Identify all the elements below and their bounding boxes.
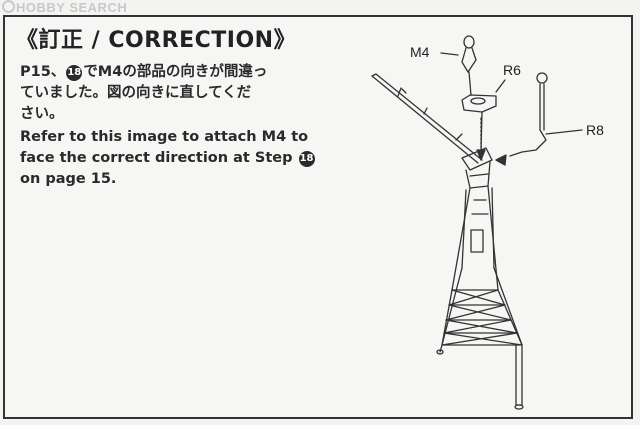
watermark: HOBBY SEARCH	[2, 0, 127, 15]
en-line-1: Refer to this image to attach M4 to	[20, 129, 309, 145]
jp-line-3: さい。	[20, 106, 64, 122]
arrow-icon	[476, 149, 486, 161]
part-m4	[440, 35, 477, 96]
step-badge: 18	[66, 65, 83, 81]
part-r6	[461, 79, 506, 153]
logo-icon	[2, 0, 15, 13]
correction-panel	[3, 15, 633, 419]
jp-line-2: ていました。図の向きに直してくだ	[20, 85, 252, 101]
label-r8: R8	[586, 122, 604, 138]
crane-boom	[371, 73, 483, 164]
label-m4: M4	[410, 44, 430, 60]
watermark-text: HOBBY SEARCH	[16, 0, 128, 15]
tower-lattice	[436, 185, 524, 410]
en-line-2: face the correct direction at Step 18	[20, 150, 315, 167]
page-title: 《訂正 / CORRECTION》	[16, 28, 297, 53]
part-r8	[509, 72, 583, 157]
label-r6: R6	[503, 62, 521, 78]
step-badge: 18	[298, 151, 315, 167]
arrow-icon	[495, 154, 507, 166]
en-line-3: on page 15.	[20, 171, 117, 187]
